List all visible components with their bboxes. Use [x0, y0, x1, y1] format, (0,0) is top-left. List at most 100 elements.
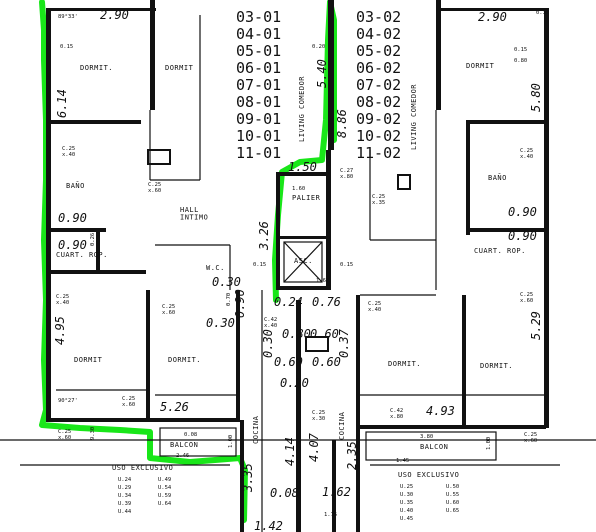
dimension: 6.14 — [55, 89, 69, 118]
dimension: 0.15 — [253, 262, 266, 268]
unit-list-right: 03-02 04-02 05-02 06-02 07-02 08-02 09-0… — [356, 8, 401, 162]
dimension: 1.60 — [292, 186, 305, 192]
room-uso: USO EXCLUSIVO — [112, 464, 173, 472]
dimension: 5.80 — [529, 83, 543, 112]
room-cocina: COCINA — [252, 415, 260, 444]
dimensions: 2.90 2.90 89°33' 6.14 5.80 5.40 8.86 1.5… — [53, 8, 549, 532]
unit-label: 04-02 — [356, 25, 401, 43]
unit-label: 03-02 — [356, 8, 401, 26]
dimension: 0.90 — [233, 289, 247, 318]
uso-unit: U.64 — [158, 501, 172, 507]
unit-label: 05-02 — [356, 42, 401, 60]
room-dormit: DORMIT. — [80, 64, 113, 72]
room-cuart-rop: CUART. ROP. — [56, 251, 108, 259]
uso-unit: U.40 — [400, 508, 413, 514]
room-asc: ASC. — [294, 257, 313, 265]
uso-list-left: U.24 U.29 U.34 U.39 U.44 U.49 U.54 U.59 … — [118, 477, 172, 515]
unit-label: 08-01 — [236, 93, 281, 111]
dimension: 5.29 — [529, 311, 543, 340]
unit-label: 04-01 — [236, 25, 281, 43]
room-dormit: DORMIT. — [480, 362, 513, 370]
uso-unit: U.55 — [446, 492, 459, 498]
room-dormit: DORMIT. — [388, 360, 421, 368]
room-cocina: COCINA — [338, 411, 346, 440]
dimension: 0.08 — [270, 486, 299, 500]
dimension: 2.35 — [345, 441, 359, 470]
unit-label: 11-01 — [236, 144, 281, 162]
dimension: 2.46 — [176, 453, 189, 459]
dimension: 4.14 — [283, 437, 297, 466]
dimension: 0.20 — [280, 376, 309, 390]
dimension: 1.60 — [316, 278, 329, 284]
dimension: 1.00 — [486, 437, 492, 450]
room-dormit: DORMIT. — [168, 356, 201, 364]
dimension: 0.76 — [312, 295, 341, 309]
uso-unit: U.25 — [400, 484, 413, 490]
room-living: LIVING COMEDOR — [298, 76, 306, 142]
dimension: 0.15 — [60, 44, 73, 50]
dimension: 1.45 — [396, 458, 409, 464]
dimension: 0.26 — [90, 233, 96, 246]
unit-label: 10-01 — [236, 127, 281, 145]
dimension: 0.90 — [508, 205, 537, 219]
room-dormit: DORMIT — [165, 64, 194, 72]
room-dormit: DORMIT — [74, 356, 103, 364]
dimension: 0.08 — [184, 432, 197, 438]
room-cuart-rop: CUART. ROP. — [474, 247, 526, 255]
dimension: 0.80 — [514, 58, 527, 64]
uso-unit: U.34 — [118, 493, 132, 499]
dimension: 0.90 — [58, 238, 87, 252]
uso-unit: U.45 — [400, 516, 413, 522]
room-dormit: DORMIT — [466, 62, 495, 70]
uso-unit: U.29 — [118, 485, 131, 491]
room-bano: BAÑO — [66, 181, 85, 190]
dimension: 90°27' — [58, 398, 78, 404]
dimension: 0.20 — [312, 44, 325, 50]
dimension: 3.35 — [241, 463, 255, 493]
dimension: 4.07 — [307, 432, 321, 462]
room-balcon: BALCON — [420, 443, 448, 451]
dimension: 1.00 — [228, 435, 234, 448]
unit-label: 05-01 — [236, 42, 281, 60]
uso-unit: U.44 — [118, 509, 132, 515]
unit-list-left: 03-01 04-01 05-01 06-01 07-01 08-01 09-0… — [236, 8, 281, 162]
unit-label: 06-01 — [236, 59, 281, 77]
dimension: 4.93 — [426, 404, 455, 418]
room-wc: W.C. — [206, 264, 225, 272]
dimension: 0.30 — [536, 10, 549, 16]
uso-unit: U.50 — [446, 484, 459, 490]
unit-label: 08-02 — [356, 93, 401, 111]
dimension: 1.50 — [288, 160, 317, 174]
dimension: 0.30 — [206, 316, 235, 330]
unit-label: 06-02 — [356, 59, 401, 77]
uso-unit: U.60 — [446, 500, 459, 506]
dimension: 0.37 — [337, 328, 351, 358]
dimension: 0.30 — [261, 329, 275, 358]
dimension: 0.90 — [58, 211, 87, 225]
room-living: LIVING COMEDOR — [410, 84, 418, 150]
dimension: 0.80 — [282, 327, 311, 341]
dimension: 1.62 — [322, 485, 351, 499]
dimension: 9.30 — [90, 427, 96, 440]
dimension: 0.60 — [310, 327, 339, 341]
dimension: 3.26 — [257, 221, 271, 251]
uso-unit: U.30 — [400, 492, 413, 498]
room-uso: USO EXCLUSIVO — [398, 471, 459, 479]
unit-label: 11-02 — [356, 144, 401, 162]
dimension: 89°33' — [58, 14, 78, 20]
dimension: 5.40 — [315, 59, 329, 88]
dimension: 0.24 — [274, 295, 303, 309]
unit-label: 07-02 — [356, 76, 401, 94]
